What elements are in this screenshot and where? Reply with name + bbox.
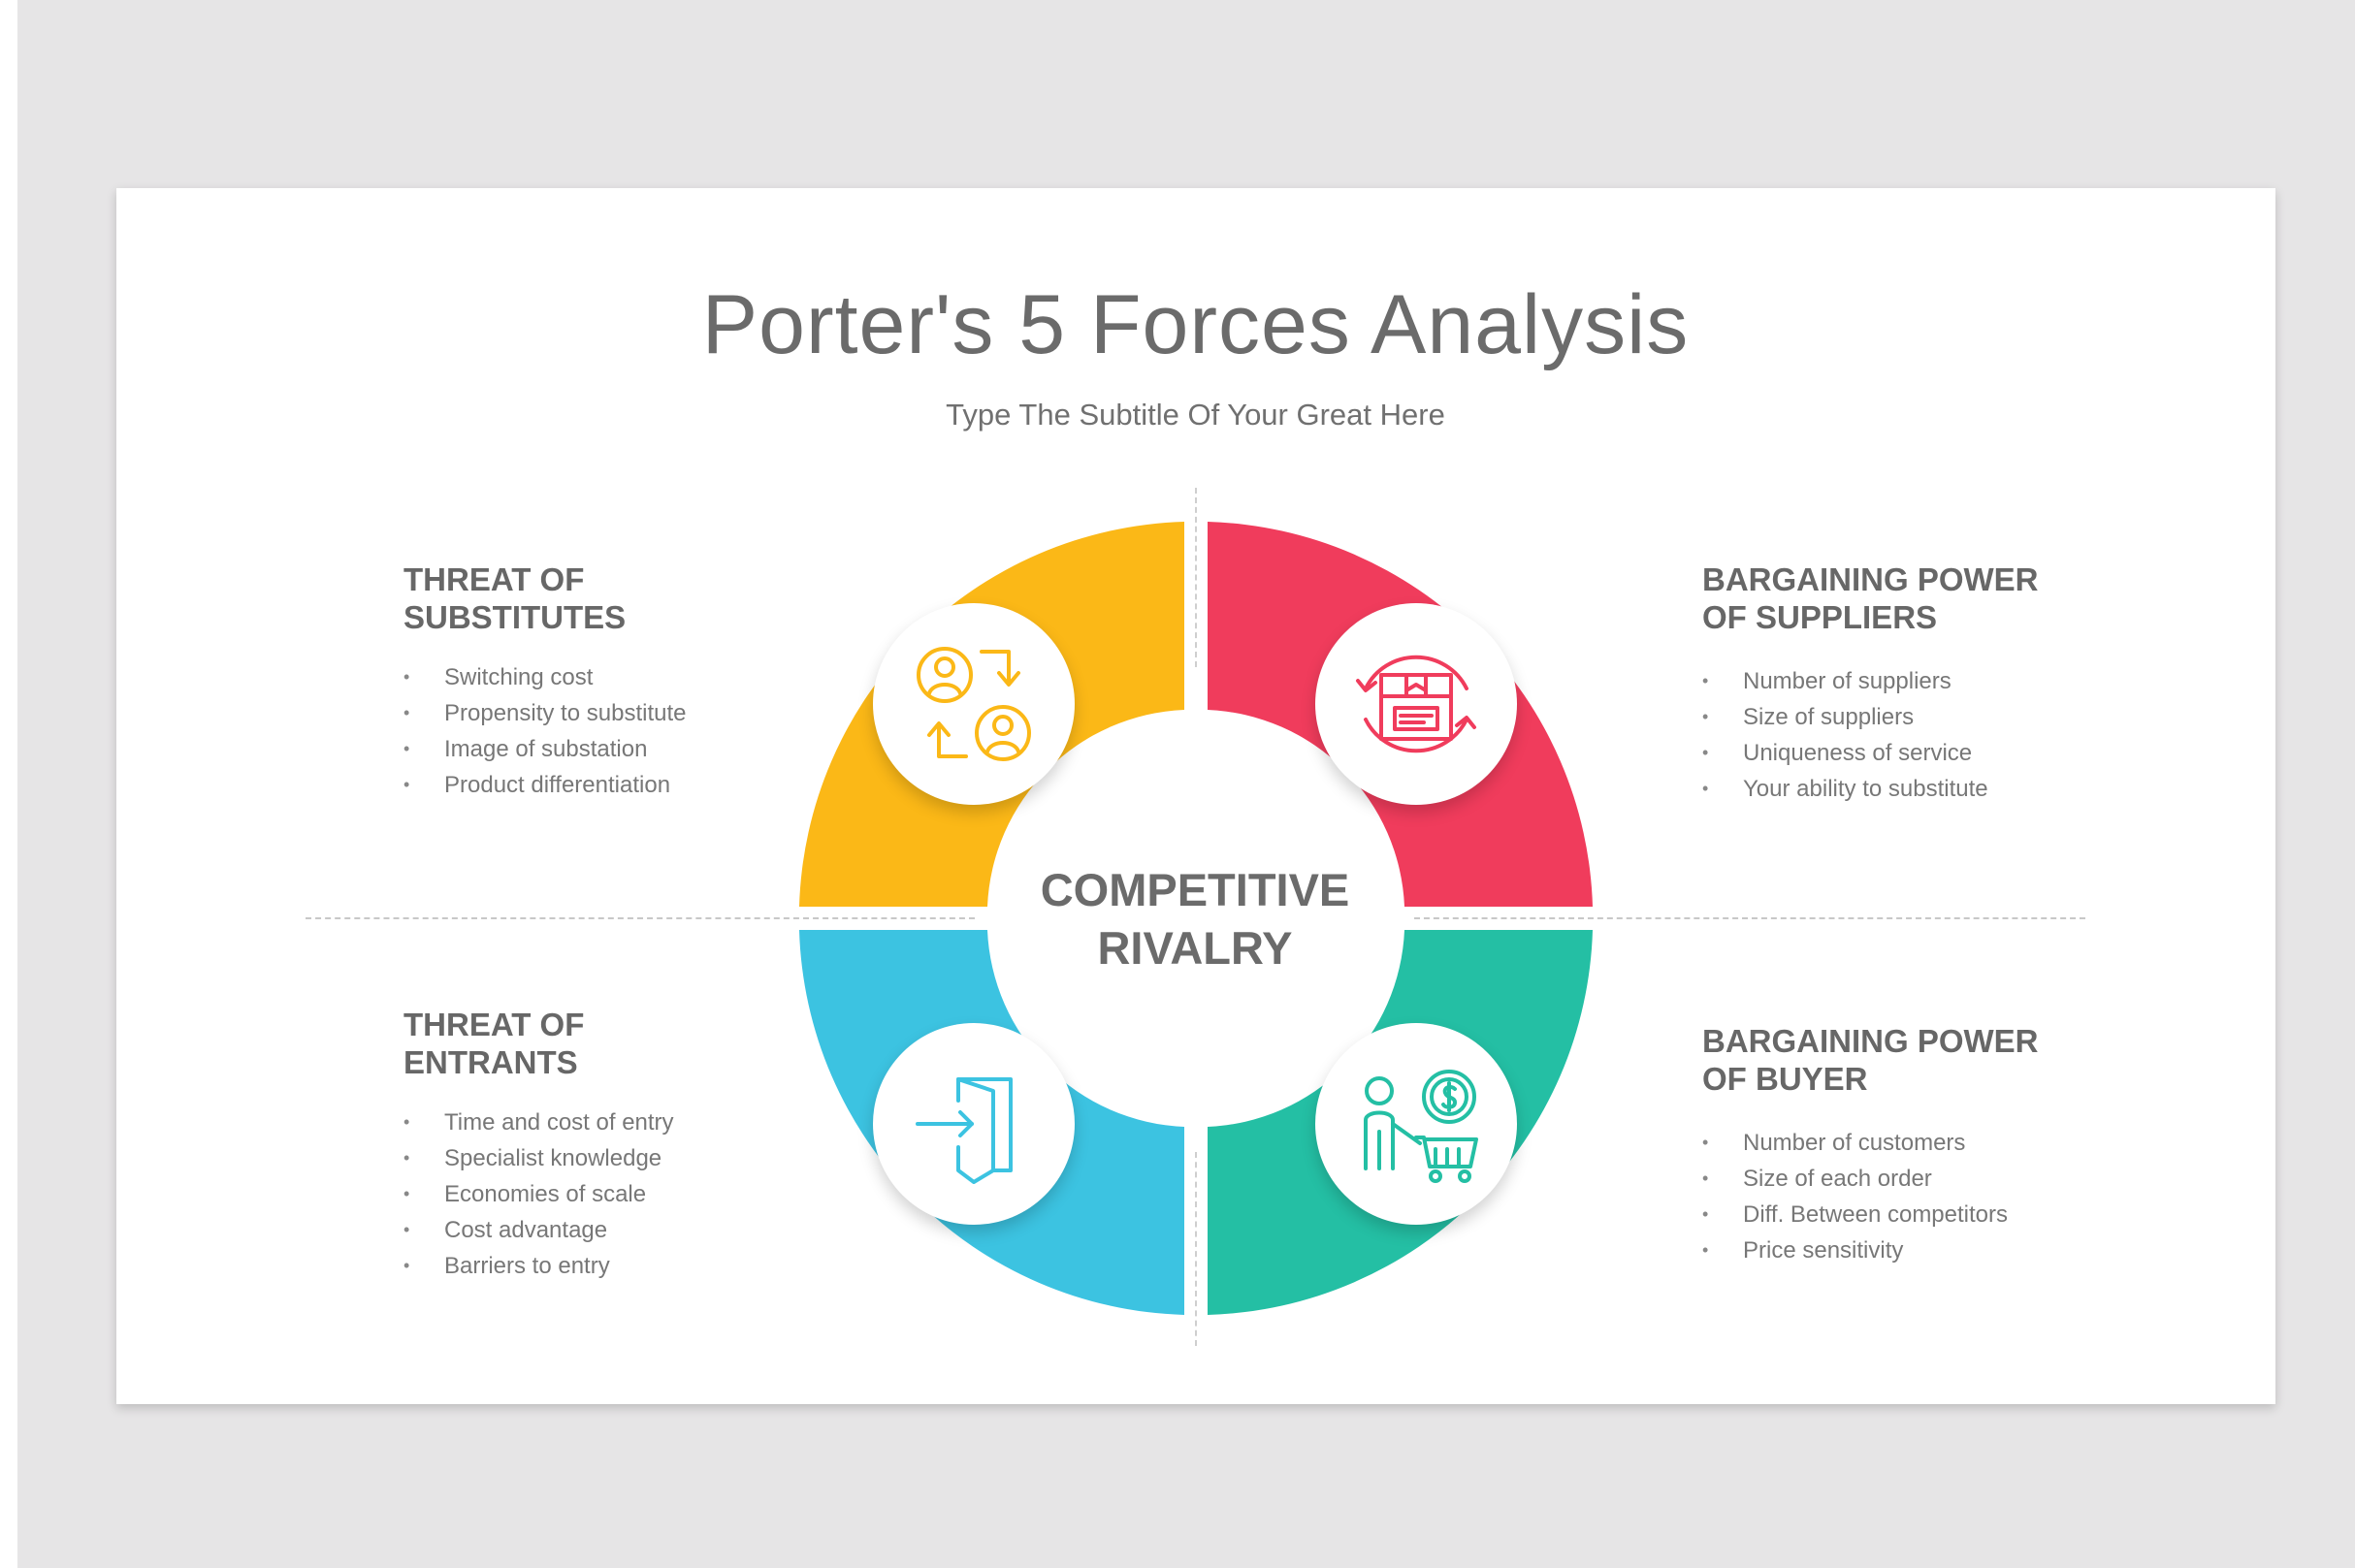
divider-left [306, 917, 975, 919]
force-list-suppliers: Number of suppliers Size of suppliers Un… [1702, 663, 2039, 807]
force-title-entrants: THREAT OF ENTRANTS [403, 1006, 674, 1081]
list-item: Propensity to substitute [403, 695, 686, 731]
list-item: Size of suppliers [1702, 699, 2039, 735]
list-item: Product differentiation [403, 767, 686, 803]
force-list-buyer: Number of customers Size of each order D… [1702, 1125, 2039, 1268]
force-title-line2: ENTRANTS [403, 1044, 578, 1080]
list-item: Price sensitivity [1702, 1232, 2039, 1268]
center-label-line1: COMPETITIVE [1040, 864, 1350, 915]
enter-door-icon [916, 1077, 1013, 1184]
entrants-icon-badge [873, 1023, 1075, 1225]
suppliers-icon-badge [1315, 603, 1517, 805]
screen-edge [0, 0, 17, 1568]
list-item: Cost advantage [403, 1212, 674, 1248]
supply-box-icon [1356, 655, 1476, 753]
divider-right [1414, 917, 2085, 919]
list-item: Number of customers [1702, 1125, 2039, 1161]
force-title-line2: SUBSTITUTES [403, 599, 627, 635]
list-item: Time and cost of entry [403, 1104, 674, 1140]
swap-people-icon [917, 647, 1031, 761]
force-title-line1: THREAT OF [403, 561, 585, 597]
list-item: Barriers to entry [403, 1248, 674, 1284]
force-title-substitutes: THREAT OF SUBSTITUTES [403, 560, 686, 636]
force-title-line2: OF SUPPLIERS [1702, 599, 1938, 635]
force-title-line2: OF BUYER [1702, 1061, 1868, 1097]
buyer-icon-badge [1315, 1023, 1517, 1225]
slide-subtitle: Type The Subtitle Of Your Great Here [946, 398, 1445, 432]
list-item: Switching cost [403, 659, 686, 695]
list-item: Uniqueness of service [1702, 735, 2039, 771]
list-item: Specialist knowledge [403, 1140, 674, 1176]
force-title-line1: BARGAINING POWER [1702, 1023, 2039, 1059]
slide-title: Porter's 5 Forces Analysis [701, 278, 1690, 371]
center-label-line2: RIVALRY [1097, 922, 1293, 974]
force-block-entrants: THREAT OF ENTRANTS Time and cost of entr… [403, 1006, 674, 1284]
divider-bottom [1195, 1152, 1197, 1346]
force-block-substitutes: THREAT OF SUBSTITUTES Switching cost Pro… [403, 560, 686, 803]
list-item: Diff. Between competitors [1702, 1197, 2039, 1232]
list-item: Economies of scale [403, 1176, 674, 1212]
shopper-cart-icon [1364, 1070, 1478, 1183]
list-item: Number of suppliers [1702, 663, 2039, 699]
divider-top [1195, 488, 1197, 667]
center-label: COMPETITIVE RIVALRY [1001, 861, 1389, 977]
force-title-line1: BARGAINING POWER [1702, 561, 2039, 597]
force-list-entrants: Time and cost of entry Specialist knowle… [403, 1104, 674, 1284]
list-item: Image of substation [403, 731, 686, 767]
force-block-buyer: BARGAINING POWER OF BUYER Number of cust… [1702, 1022, 2039, 1268]
force-title-buyer: BARGAINING POWER OF BUYER [1702, 1022, 2039, 1098]
force-list-substitutes: Switching cost Propensity to substitute … [403, 659, 686, 803]
substitutes-icon-badge [873, 603, 1075, 805]
force-title-line1: THREAT OF [403, 1007, 585, 1042]
list-item: Size of each order [1702, 1161, 2039, 1197]
list-item: Your ability to substitute [1702, 771, 2039, 807]
force-title-suppliers: BARGAINING POWER OF SUPPLIERS [1702, 560, 2039, 636]
force-block-suppliers: BARGAINING POWER OF SUPPLIERS Number of … [1702, 560, 2039, 807]
